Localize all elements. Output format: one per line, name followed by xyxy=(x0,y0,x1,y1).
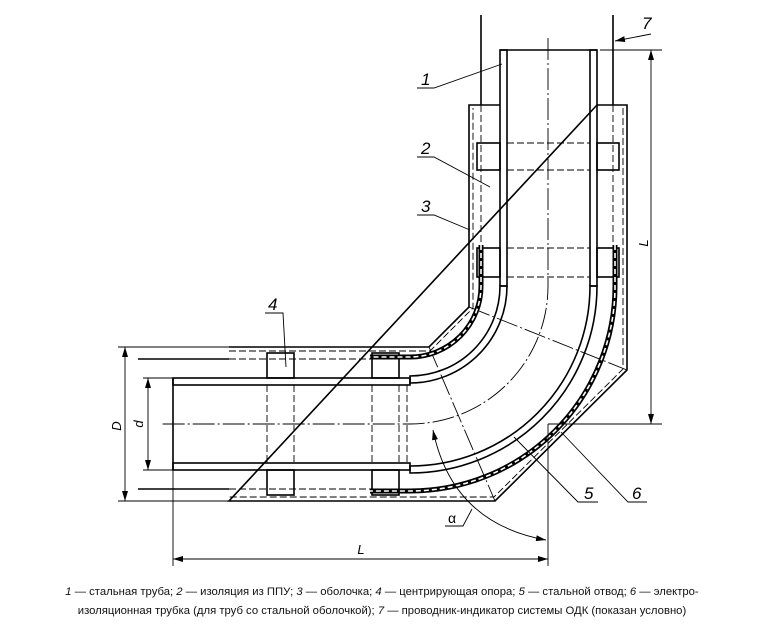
steel-pipe xyxy=(172,49,598,474)
caption-text: — изоляция из ППУ; xyxy=(182,586,297,598)
callout-4: 4 xyxy=(268,295,277,314)
caption-text: изоляционная трубка (для труб со стально… xyxy=(77,605,378,617)
caption-num: 5 xyxy=(518,586,525,598)
dimension-lines xyxy=(118,49,662,566)
caption-num: 2 xyxy=(176,586,183,598)
callout-leaders xyxy=(265,33,652,527)
caption-text: — электро- xyxy=(636,586,699,598)
pipe-bend-drawing: L L D d 1 2 3 4 5 6 7 α xyxy=(109,14,662,566)
caption-text: — проводник-индикатор системы ОДК (показ… xyxy=(384,605,687,617)
caption-num: 4 xyxy=(375,586,382,598)
caption-line-2: изоляционная трубка (для труб со стально… xyxy=(0,605,764,617)
dim-d: d xyxy=(131,420,146,428)
angle-alpha-label: α xyxy=(448,510,456,526)
callout-6: 6 xyxy=(632,484,642,503)
caption-text: — оболочка; xyxy=(302,586,376,598)
callout-1: 1 xyxy=(421,70,430,89)
casing-shell xyxy=(227,104,628,502)
caption-num: 1 xyxy=(65,586,72,598)
indicator-wires xyxy=(138,15,618,494)
dim-L-horizontal: L xyxy=(357,542,364,557)
centering-supports xyxy=(266,142,620,496)
caption-text: — центрирующая опора; xyxy=(381,586,519,598)
callout-5: 5 xyxy=(584,484,594,503)
dim-D: D xyxy=(109,421,124,430)
caption-num: 7 xyxy=(377,605,385,617)
callout-2: 2 xyxy=(420,139,431,158)
dim-L-vertical: L xyxy=(636,239,651,246)
caption-num: 6 xyxy=(629,586,637,598)
caption-text: — стальной отвод; xyxy=(524,586,630,598)
callout-7: 7 xyxy=(642,14,652,33)
callout-3: 3 xyxy=(421,197,431,216)
caption-line-1: 1 — стальная труба; 2 — изоляция из ППУ;… xyxy=(0,586,764,598)
caption-num: 3 xyxy=(296,586,303,598)
caption-text: — стальная труба; xyxy=(71,586,177,598)
